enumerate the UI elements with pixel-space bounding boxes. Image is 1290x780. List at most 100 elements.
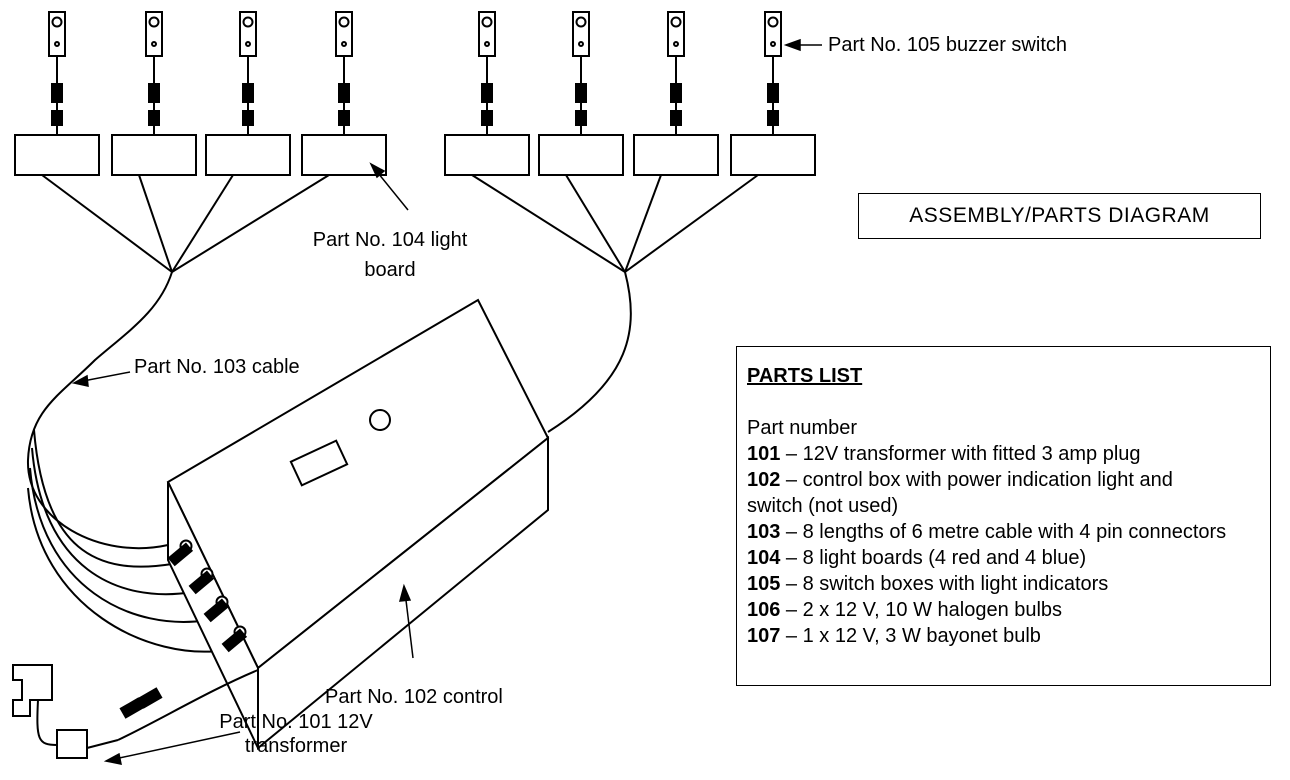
transformer-label: Part No. 101 12V transformer — [196, 710, 396, 758]
part-description: switch (not used) — [747, 495, 899, 517]
connector-plug — [338, 83, 350, 103]
switch-button — [151, 41, 157, 47]
connector-socket — [148, 110, 160, 126]
socket-plug — [221, 628, 248, 653]
switch-box — [48, 11, 66, 57]
socket-cable — [33, 429, 173, 568]
connector-plug — [51, 83, 63, 103]
switch-unit — [633, 11, 719, 176]
parts-list-item: 107 – 1 x 12 V, 3 W bayonet bulb — [747, 623, 1270, 649]
parts-list-heading: PARTS LIST — [747, 365, 863, 387]
light-board-label: Part No. 104 light board — [290, 228, 490, 282]
board-wire — [624, 174, 759, 273]
cable-sockets — [167, 539, 248, 653]
light-board-label-line1: Part No. 104 light — [312, 229, 468, 251]
light-board — [111, 134, 197, 176]
board-wire — [565, 174, 626, 273]
socket-plug — [188, 570, 215, 595]
socket — [203, 595, 230, 623]
indicator-light — [369, 409, 391, 431]
part-description: – 8 switch boxes with light indicators — [780, 573, 1109, 595]
parts-list-item: 101 – 12V transformer with fitted 3 amp … — [747, 441, 1270, 467]
cable-bundle-right — [547, 271, 632, 433]
switch-button — [341, 41, 347, 47]
light-board — [444, 134, 530, 176]
switch-button — [484, 41, 490, 47]
connector-plug — [481, 83, 493, 103]
diagram-title: ASSEMBLY/PARTS DIAGRAM — [858, 193, 1261, 239]
parts-list-item: 102 – control box with power indication … — [747, 467, 1270, 493]
switch-box — [572, 11, 590, 57]
socket-plug — [167, 542, 194, 567]
parts-list-item: 105 – 8 switch boxes with light indicato… — [747, 571, 1270, 597]
part-number: 102 — [747, 469, 781, 491]
switch-box — [764, 11, 782, 57]
switch-button — [578, 41, 584, 47]
switch-unit — [538, 11, 624, 176]
switch-indicator — [242, 16, 254, 28]
cable-label: Part No. 103 cable — [134, 356, 300, 378]
connector-plug — [575, 83, 587, 103]
connector-socket — [481, 110, 493, 126]
part-number: 107 — [747, 625, 781, 647]
power-switch — [289, 439, 349, 487]
connector-socket — [670, 110, 682, 126]
parts-list-rows: 101 – 12V transformer with fitted 3 amp … — [747, 441, 1270, 649]
switch-box — [667, 11, 685, 57]
socket-cable — [31, 447, 194, 596]
part-description: – 8 light boards (4 red and 4 blue) — [780, 547, 1087, 569]
board-wire — [138, 174, 173, 273]
switch-label: Part No. 105 buzzer switch — [828, 34, 1067, 56]
connector-plug — [670, 83, 682, 103]
light-board — [730, 134, 816, 176]
switch-box — [478, 11, 496, 57]
switch-units — [14, 11, 816, 176]
connector-socket — [338, 110, 350, 126]
connector-socket — [575, 110, 587, 126]
switch-button — [770, 41, 776, 47]
connector-socket — [51, 110, 63, 126]
switch-indicator — [338, 16, 350, 28]
switch-unit — [111, 11, 197, 176]
board-wire — [624, 174, 662, 273]
transformer-label-line1: Part No. 101 12V — [219, 711, 373, 733]
connector-socket — [767, 110, 779, 126]
socket — [167, 539, 194, 567]
switch-box — [335, 11, 353, 57]
switch-indicator — [481, 16, 493, 28]
light-board — [205, 134, 291, 176]
part-number: 104 — [747, 547, 781, 569]
part-description: – 2 x 12 V, 10 W halogen bulbs — [780, 599, 1063, 621]
part-description: – 12V transformer with fitted 3 amp plug — [780, 443, 1141, 465]
cable-bundle-left — [26, 271, 173, 550]
light-board — [14, 134, 100, 176]
part-description: – 8 lengths of 6 metre cable with 4 pin … — [780, 521, 1227, 543]
switch-button — [245, 41, 251, 47]
parts-list-item: 104 – 8 light boards (4 red and 4 blue) — [747, 545, 1270, 571]
parts-list-item: 106 – 2 x 12 V, 10 W halogen bulbs — [747, 597, 1270, 623]
switch-button — [54, 41, 60, 47]
switch-unit — [205, 11, 291, 176]
control-label: Part No. 102 control — [325, 686, 503, 708]
board-wire — [171, 174, 330, 273]
switch-indicator — [767, 16, 779, 28]
part-description: – 1 x 12 V, 3 W bayonet bulb — [780, 625, 1041, 647]
wiring — [26, 174, 759, 653]
socket — [188, 567, 215, 595]
parts-list-subheading: Part number — [747, 417, 858, 439]
parts-list-item: switch (not used) — [747, 493, 1270, 519]
part-number: 101 — [747, 443, 781, 465]
switch-unit — [14, 11, 100, 176]
board-wire — [171, 174, 234, 273]
connector-plug — [242, 83, 254, 103]
switch-indicator — [575, 16, 587, 28]
part-number: 105 — [747, 573, 781, 595]
socket-cable — [27, 487, 227, 653]
switch-indicator — [148, 16, 160, 28]
transformer — [12, 664, 259, 759]
socket-cable — [29, 467, 209, 623]
parts-list-item: 103 – 8 lengths of 6 metre cable with 4 … — [747, 519, 1270, 545]
board-wire — [471, 174, 626, 273]
parts-list-panel: PARTS LIST Part number 101 – 12V transfo… — [736, 346, 1271, 686]
